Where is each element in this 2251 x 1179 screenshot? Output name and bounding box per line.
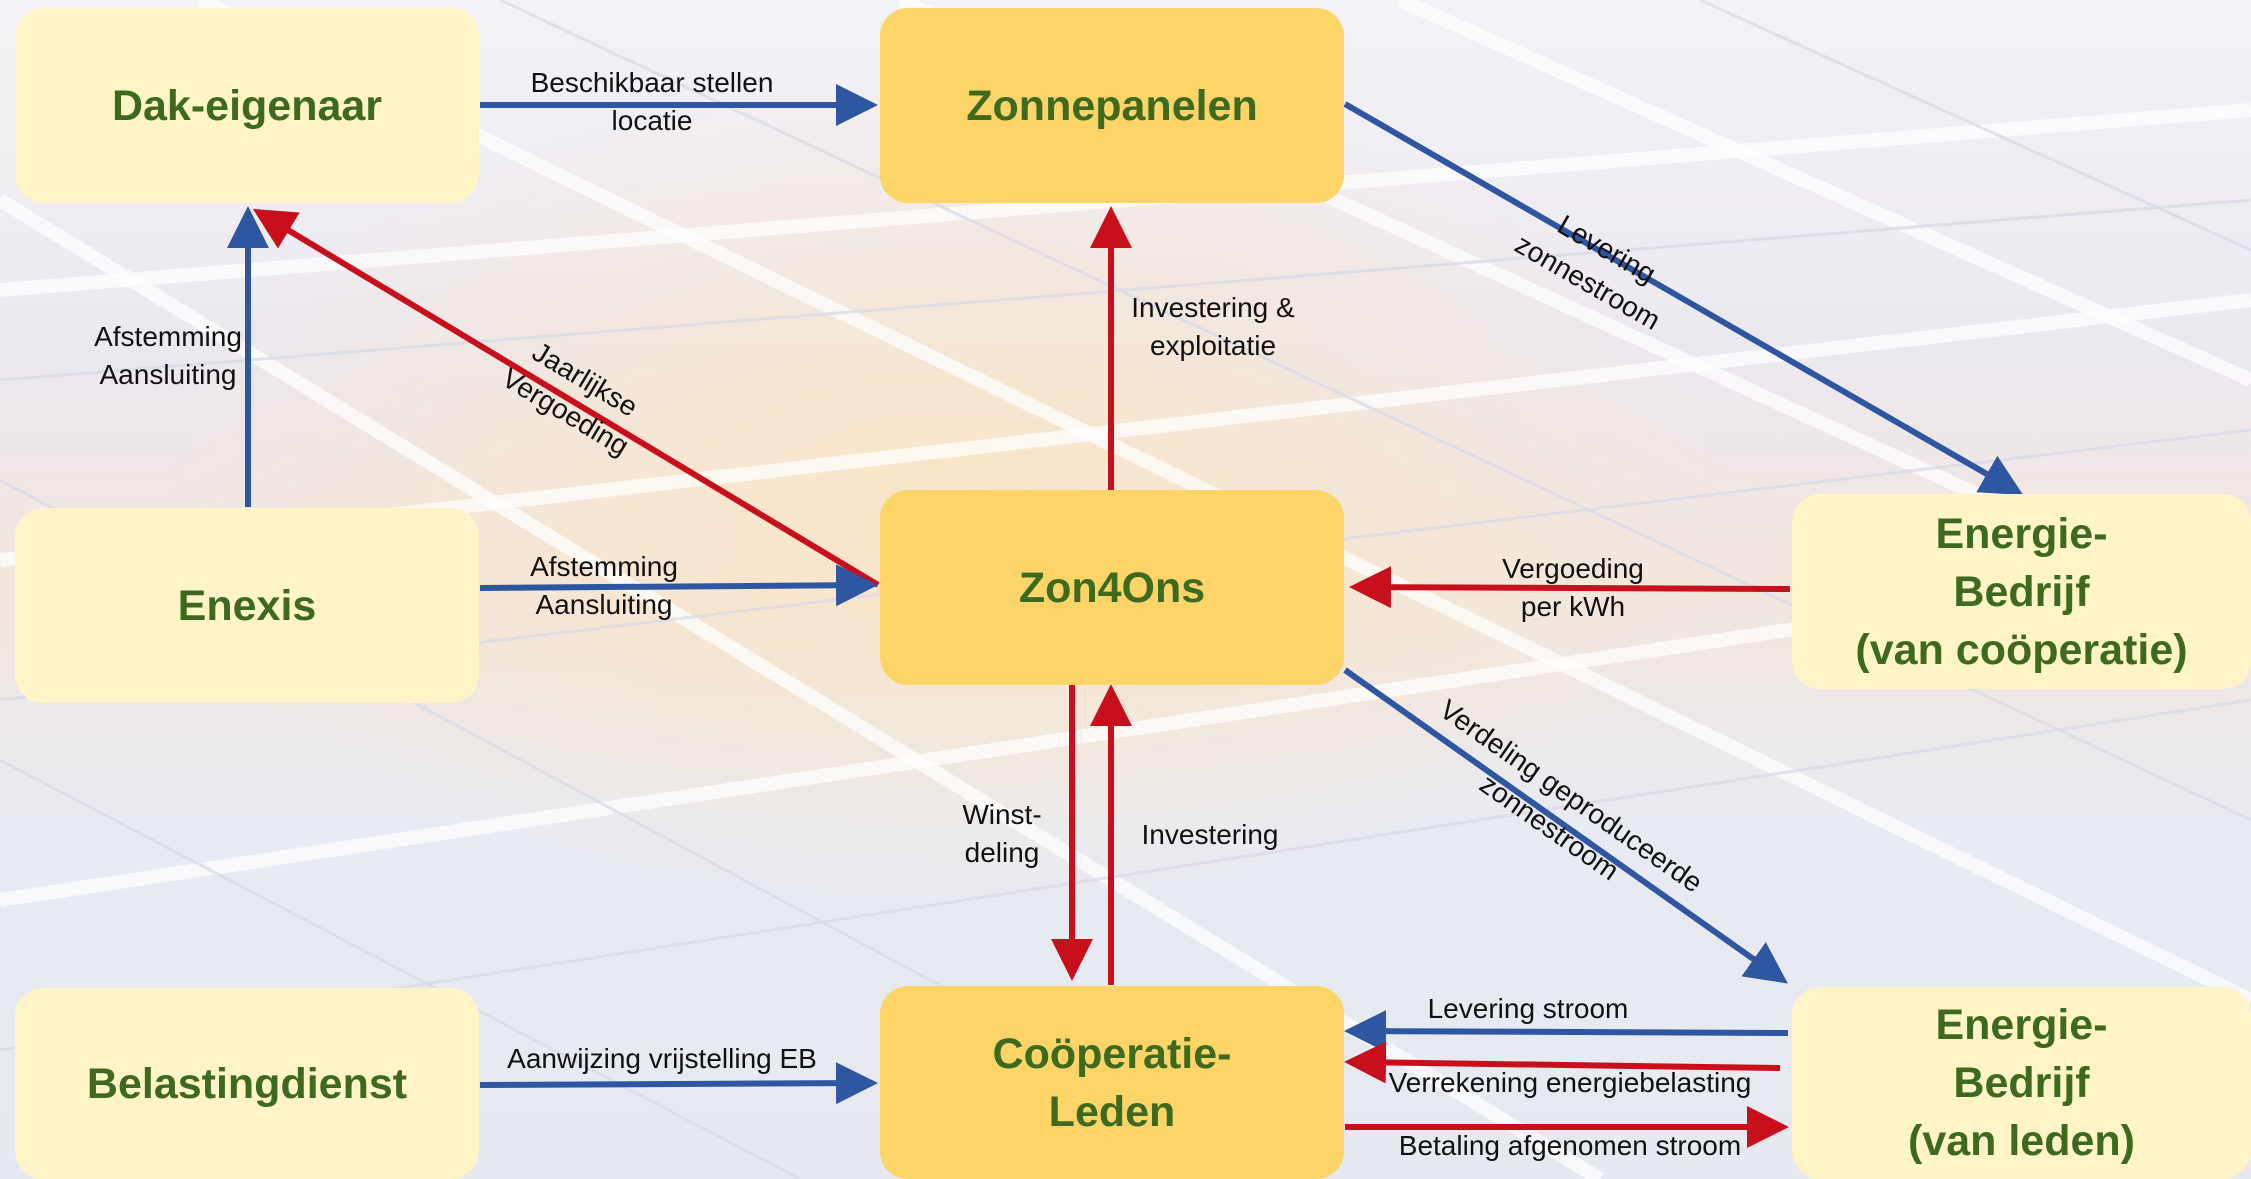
- node-belastingdienst: Belastingdienst: [15, 988, 479, 1179]
- label-investering-exploitatie: Investering & exploitatie: [1131, 292, 1295, 361]
- arrow-vergoeding-kwh: [1349, 566, 1791, 609]
- label-levering-stroom: Levering stroom: [1427, 993, 1629, 1024]
- node-energie-bedrijf-cooperatie: Energie- Bedrijf (van coöperatie): [1792, 494, 2251, 689]
- arrow-levering-stroom: [1344, 1010, 1789, 1053]
- label-investering: Investering: [1141, 819, 1279, 850]
- node-zon4ons-label: Zon4Ons: [1018, 563, 1206, 612]
- arrow-verrekening-eb: [1344, 1041, 1781, 1084]
- label-aanwijzing-eb: Aanwijzing vrijstelling EB: [507, 1043, 817, 1074]
- node-enexis: Enexis: [15, 508, 479, 703]
- node-energie-bedrijf-leden: Energie- Bedrijf (van leden): [1792, 987, 2251, 1179]
- arrow-jaarlijkse-vergoeding: [252, 208, 880, 588]
- node-cooperatie-leden-label: Coöperatie- Leden: [992, 1029, 1232, 1136]
- arrow-levering-zonnestroom: [1343, 101, 2024, 495]
- node-dak-eigenaar-label: Dak-eigenaar: [111, 81, 383, 130]
- node-enexis-label: Enexis: [177, 581, 317, 630]
- label-verrekening-eb: Verrekening energiebelasting: [1388, 1067, 1752, 1098]
- node-zon4ons: Zon4Ons: [880, 490, 1344, 685]
- arrow-afstemming-zon4ons: [479, 564, 878, 607]
- node-cooperatie-leden: Coöperatie- Leden: [880, 986, 1344, 1179]
- node-zonnepanelen-label: Zonnepanelen: [966, 81, 1258, 130]
- arrow-verdeling-zonnestroom: [1343, 667, 1788, 984]
- label-betaling-stroom: Betaling afgenomen stroom: [1398, 1130, 1742, 1161]
- arrow-aanwijzing-eb: [479, 1062, 878, 1105]
- label-afstemming-dak: Afstemming Aansluiting: [94, 321, 242, 390]
- label-beschikbaar-stellen: Beschikbaar stellen locatie: [530, 67, 774, 136]
- node-energie-bedrijf-cooperatie-label: Energie- Bedrijf (van coöperatie): [1855, 509, 2188, 674]
- label-vergoeding-kwh: Vergoeding per kWh: [1502, 553, 1644, 622]
- node-energie-bedrijf-leden-label: Energie- Bedrijf (van leden): [1908, 1001, 2135, 1165]
- node-dak-eigenaar: Dak-eigenaar: [15, 8, 479, 203]
- label-winstdeling: Winst- deling: [962, 799, 1042, 868]
- node-zonnepanelen: Zonnepanelen: [880, 8, 1344, 203]
- label-afstemming-zon4ons: Afstemming Aansluiting: [530, 551, 678, 620]
- node-belastingdienst-label: Belastingdienst: [86, 1059, 408, 1108]
